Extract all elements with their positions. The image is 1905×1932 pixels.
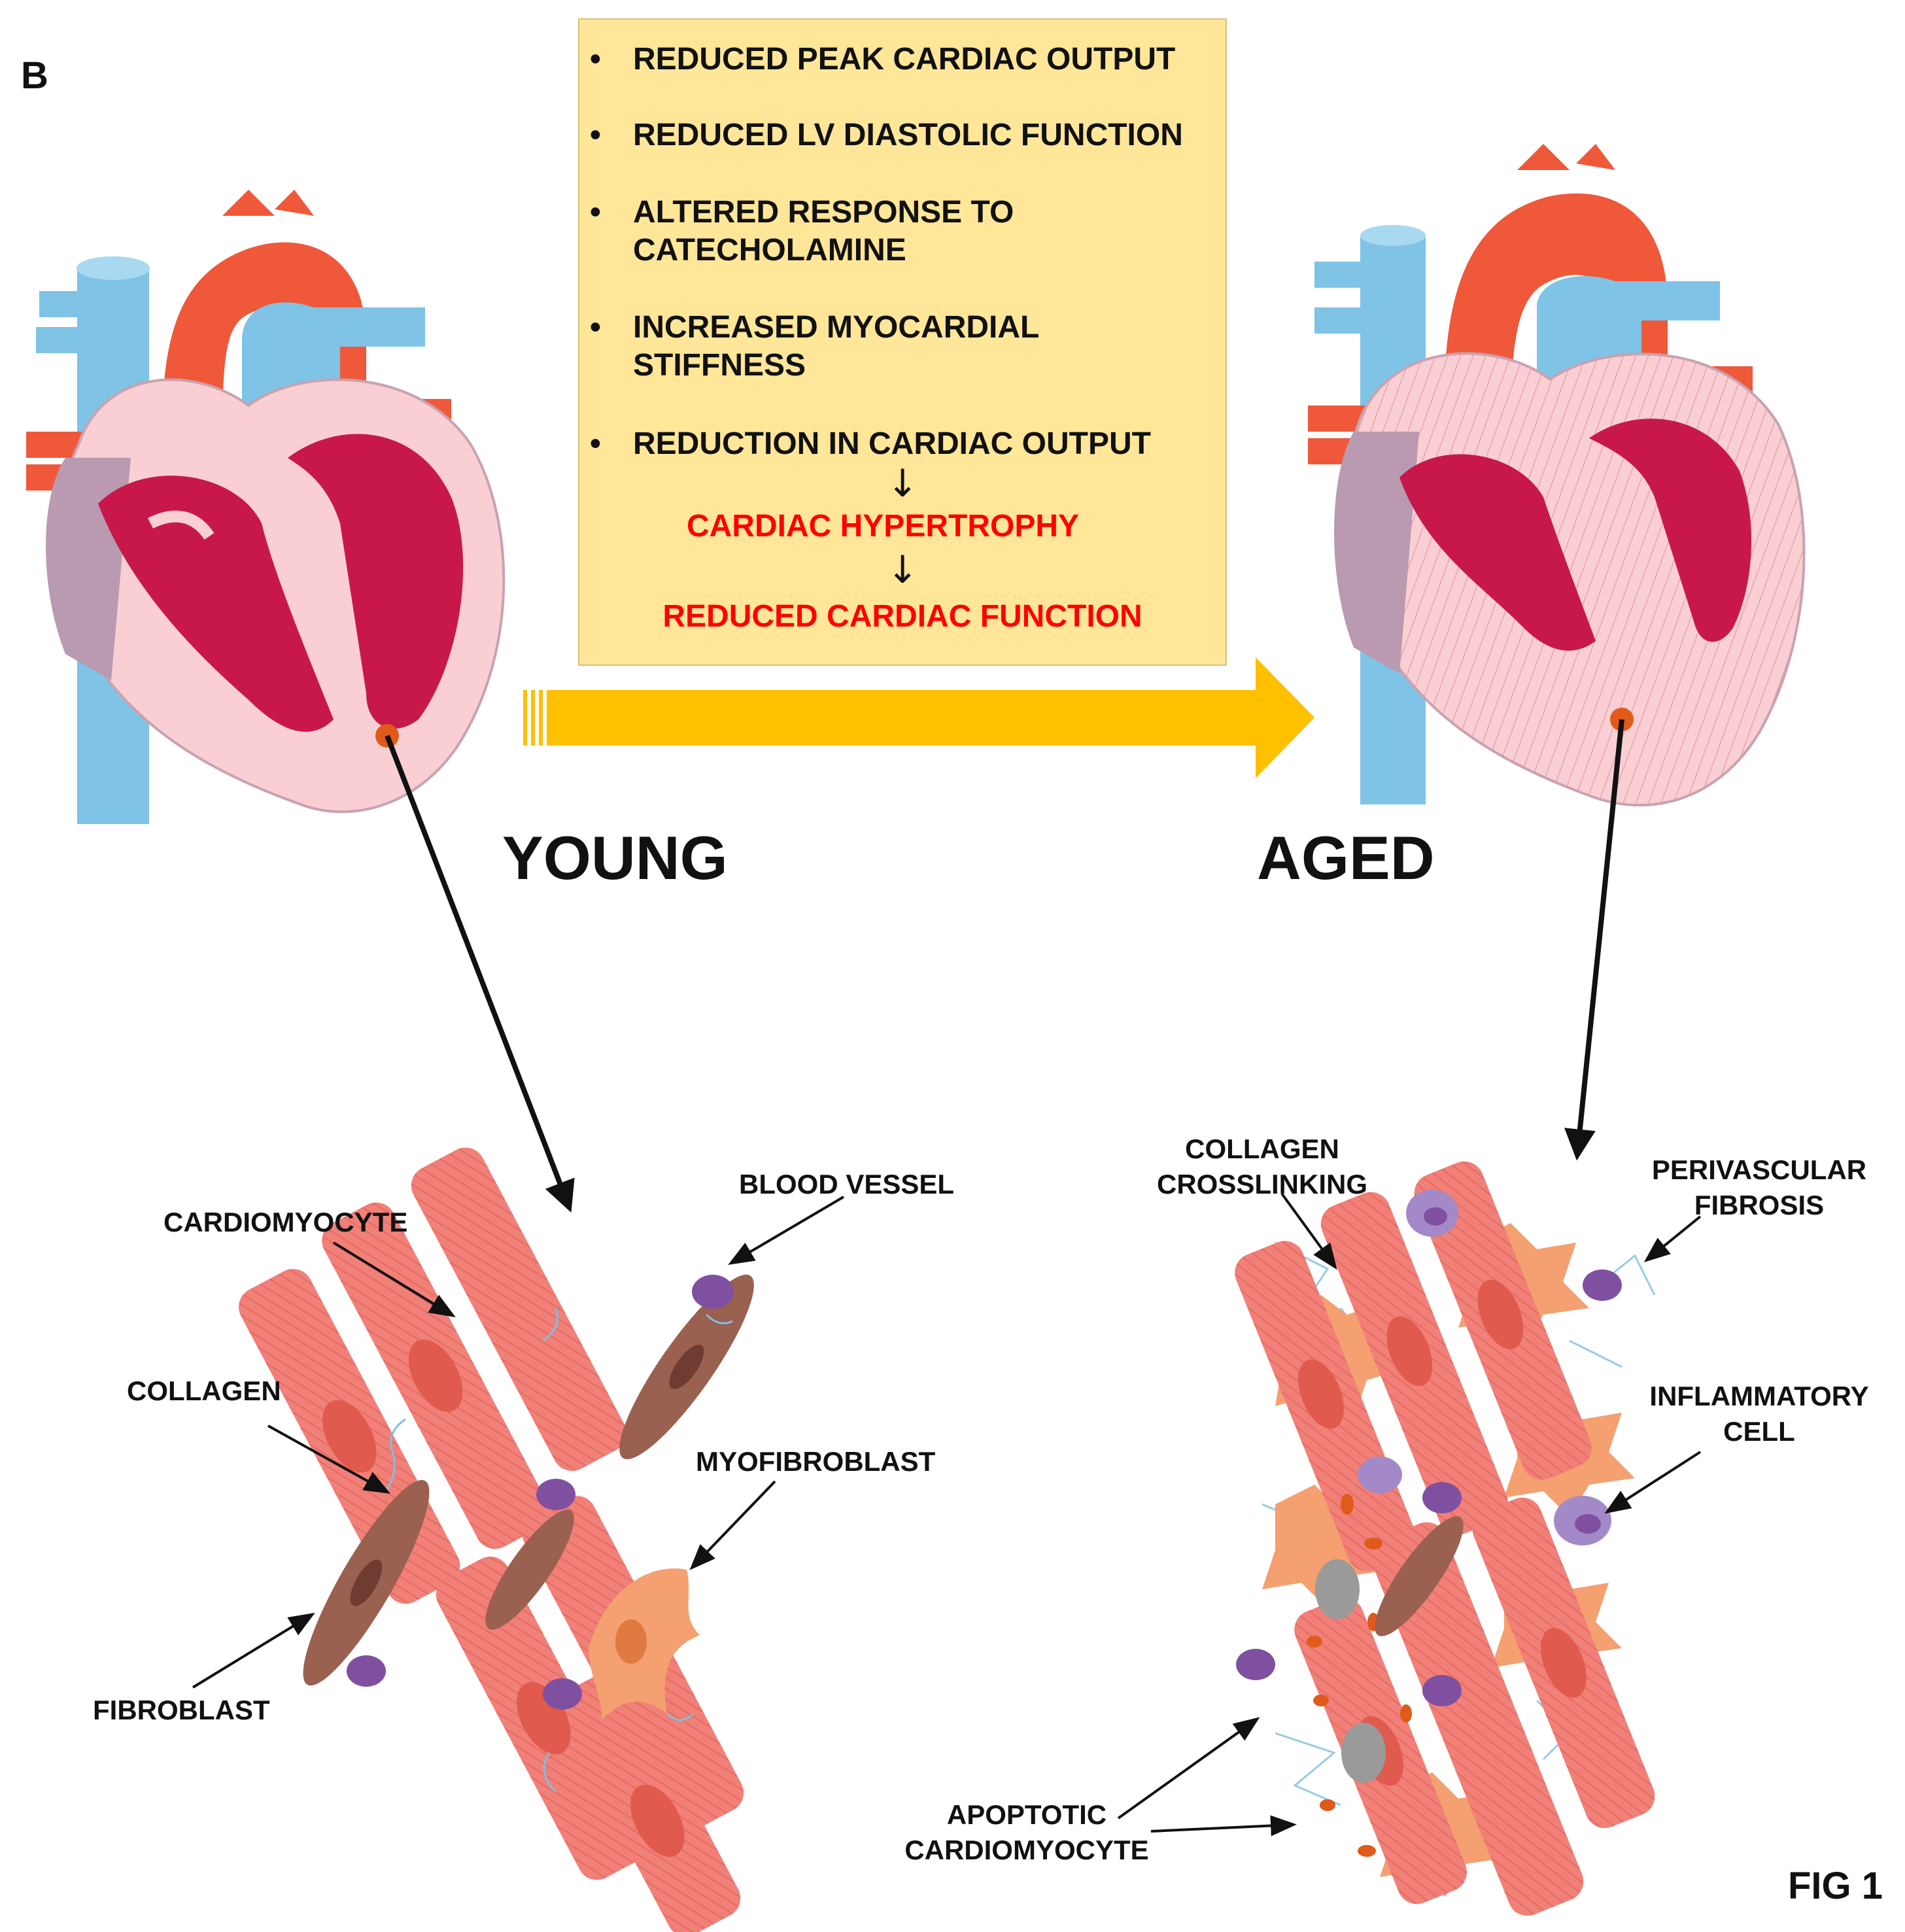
cardiomyocyte [411,1147,626,1471]
figure-label: FIG 1 [1788,1865,1883,1907]
apoptotic-cardiomyocyte [1370,1522,1584,1916]
apoptotic-nucleus [1341,1723,1386,1783]
down-arrow-icon: ↓ [886,547,919,592]
label-perivascular-fibrosis: PERIVASCULAR FIBROSIS [1651,1154,1867,1220]
down-arrow-icon: ↓ [886,461,919,506]
fibroblast-cell [485,1509,574,1630]
fibroblast-cell [1375,1516,1464,1636]
label-inflammatory-cell: INFLAMMATORY CELL [1649,1381,1869,1447]
label-cardiomyocyte: CARDIOMYOCYTE [163,1207,408,1237]
blood-vessel-cell [536,1479,575,1510]
consequence-hypertrophy: CARDIAC HYPERTROPHY [686,509,1080,543]
inflammatory-cell [1358,1457,1402,1493]
young-tissue-illustration [239,1147,754,1932]
label-pointers [192,1192,1702,1837]
young-right-ventricle [98,475,334,732]
label-collagen-crosslinking: COLLAGEN CROSSLINKING [1156,1133,1367,1199]
label-fibroblast: FIBROBLAST [93,1695,270,1725]
young-left-ventricle [288,434,464,729]
aging-effects-box: • REDUCED PEAK CARDIAC OUTPUT • REDUCED … [578,18,1227,666]
young-stage-label: YOUNG [502,823,728,892]
label-blood-vessel: BLOOD VESSEL [739,1169,955,1199]
blood-vessel-cell [543,1678,582,1710]
label-apoptotic-cardiomyocyte: APOPTOTIC CARDIOMYOCYTE [904,1799,1149,1865]
aged-heart-illustration [1308,144,1806,807]
blood-vessel-cell [347,1655,386,1687]
young-zoom-arrow [385,734,575,1213]
young-heart-illustration [26,190,506,824]
label-collagen: COLLAGEN [127,1375,281,1406]
label-myofibroblast: MYOFIBROBLAST [696,1446,936,1477]
progression-arrow [523,657,1314,778]
consequence-reduced-function: REDUCED CARDIAC FUNCTION [662,599,1142,634]
panel-letter: B [21,54,48,97]
blood-vessel-cell [692,1275,734,1309]
aged-stage-label: AGED [1257,823,1435,892]
apoptotic-nucleus [1315,1559,1360,1619]
aged-tissue-illustration [1235,1161,1656,1916]
aged-zoom-arrow [1564,719,1624,1161]
